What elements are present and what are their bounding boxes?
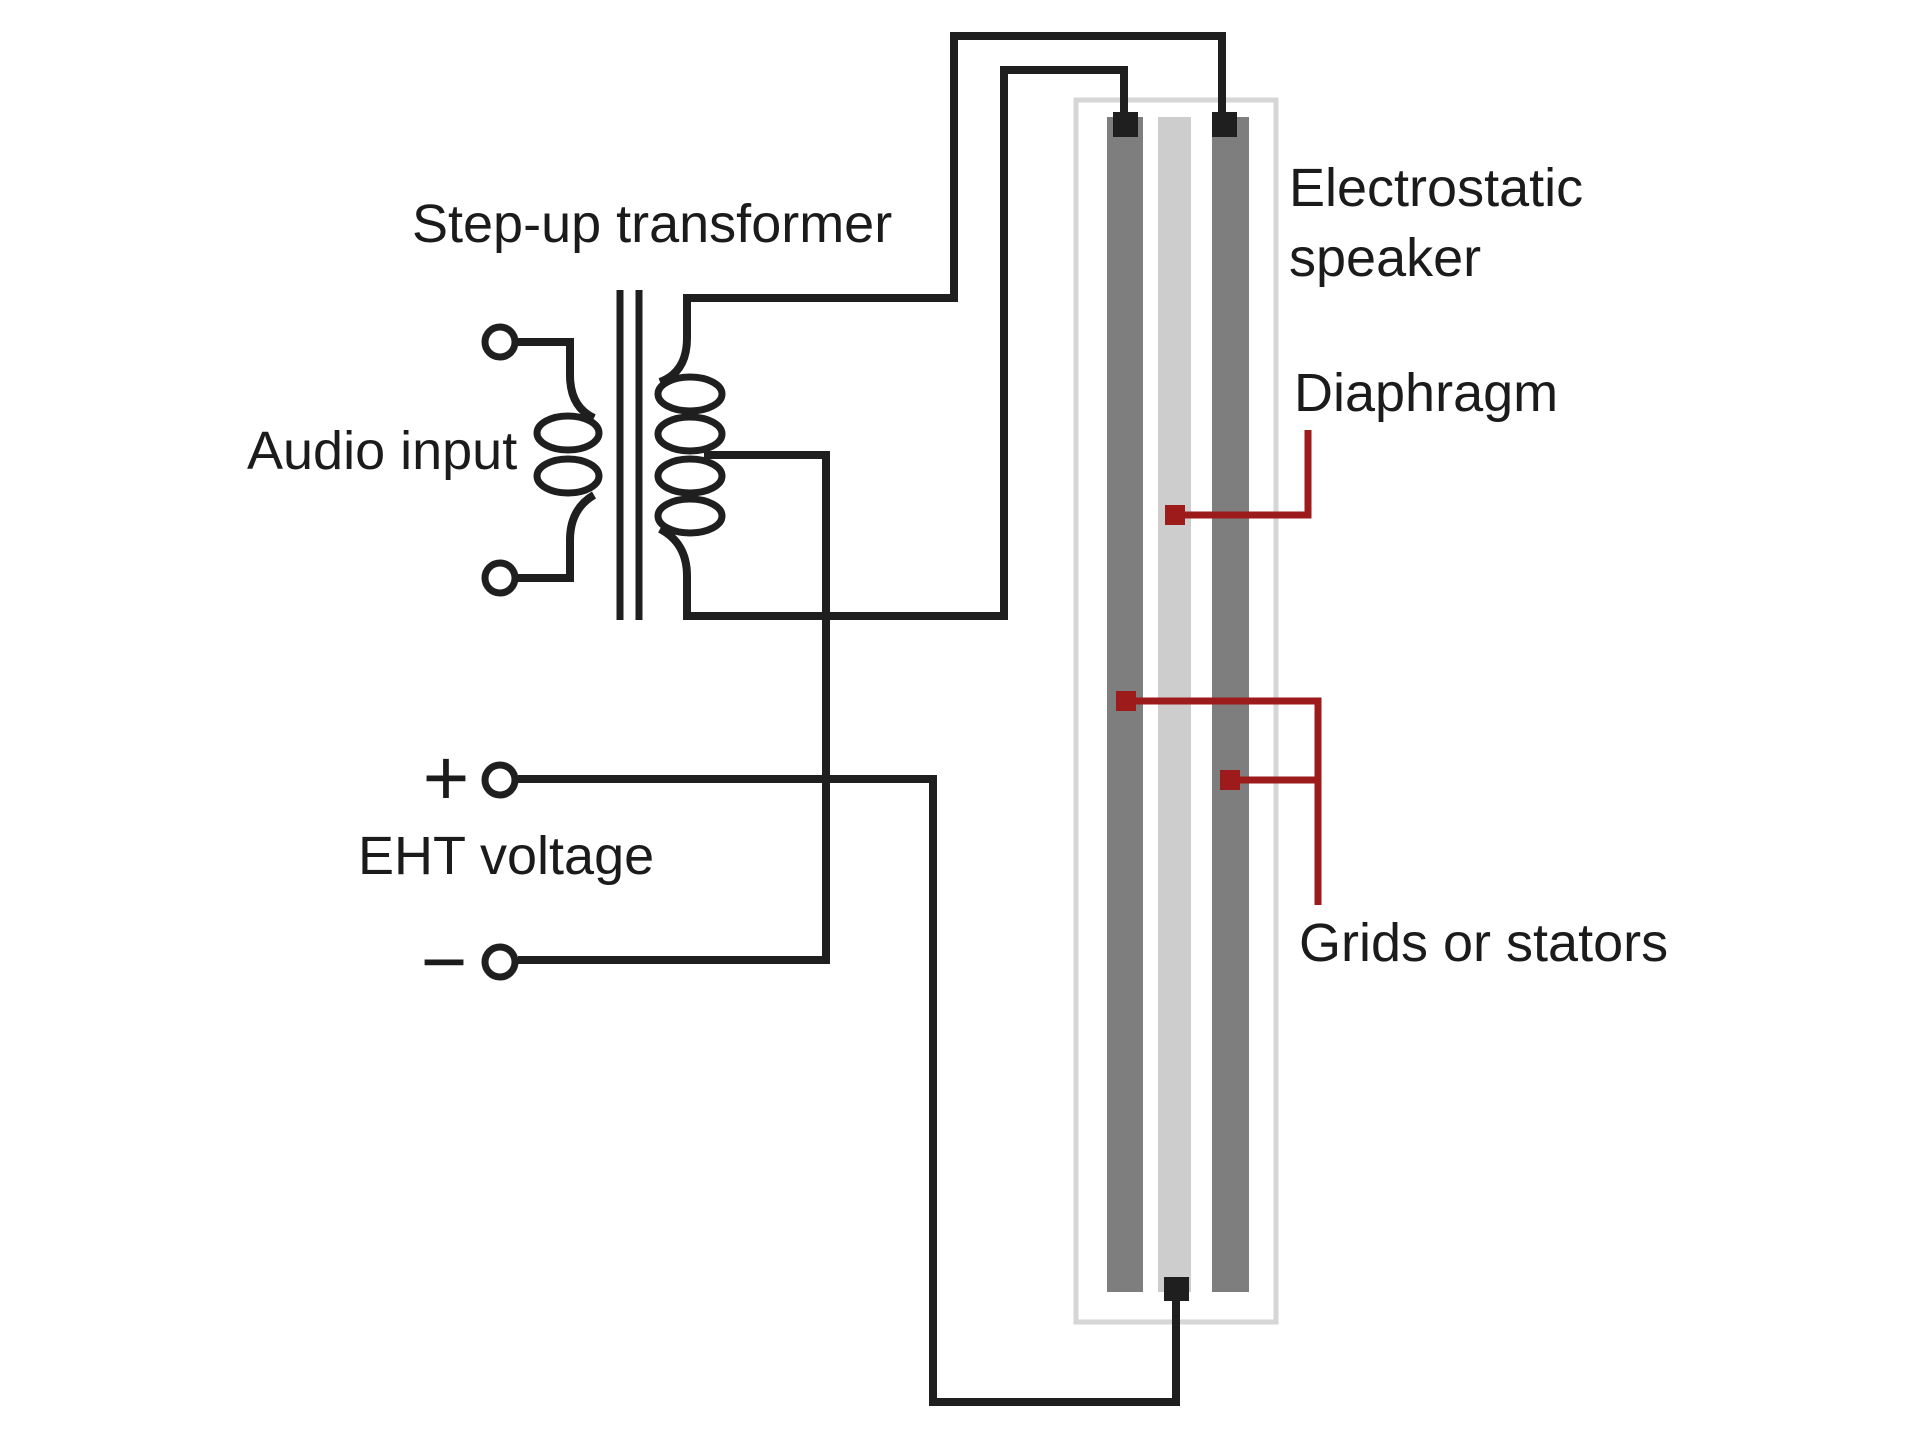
diaphragm-label: Diaphragm — [1294, 363, 1559, 423]
secondary-coil-loop — [654, 455, 726, 497]
eht-voltage-label: EHT voltage — [358, 826, 655, 886]
grids-leader-line — [1134, 697, 1322, 905]
secondary-bottom-wire — [657, 66, 1128, 620]
eht-negative-terminal — [481, 943, 519, 981]
diaphragm-marker — [1165, 505, 1185, 525]
right-stator-marker — [1220, 770, 1240, 790]
left-stator-marker — [1116, 691, 1136, 711]
stator-terminal-right — [1212, 112, 1237, 137]
audio-lower-lead-wire — [517, 491, 597, 582]
center-tap-wire — [518, 451, 830, 964]
audio-upper-lead-wire — [516, 338, 596, 422]
transformer-label: Step-up transformer — [412, 194, 893, 254]
primary-coil-loop — [533, 412, 603, 454]
stator-terminal-left — [1113, 112, 1138, 137]
diaphragm-terminal — [1164, 1277, 1189, 1301]
secondary-top-wire — [658, 32, 1226, 386]
eht-positive-wire — [518, 775, 1180, 1406]
audio-terminal-top — [481, 323, 519, 361]
primary-coil-loop — [533, 455, 603, 497]
eht-minus-sign: − — [420, 917, 468, 1006]
audio-input-label: Audio input — [247, 421, 518, 481]
audio-terminal-bottom — [481, 559, 519, 597]
eht-positive-terminal — [481, 761, 519, 799]
eht-plus-sign: + — [422, 733, 470, 822]
secondary-coil-loop — [654, 495, 726, 537]
diaphragm-leader-line — [1184, 430, 1312, 519]
grids-label: Grids or stators — [1299, 913, 1669, 973]
secondary-coil-loop — [654, 413, 726, 455]
speaker-label: Electrostatic speaker — [1289, 158, 1584, 288]
secondary-coil-loop — [654, 373, 726, 415]
